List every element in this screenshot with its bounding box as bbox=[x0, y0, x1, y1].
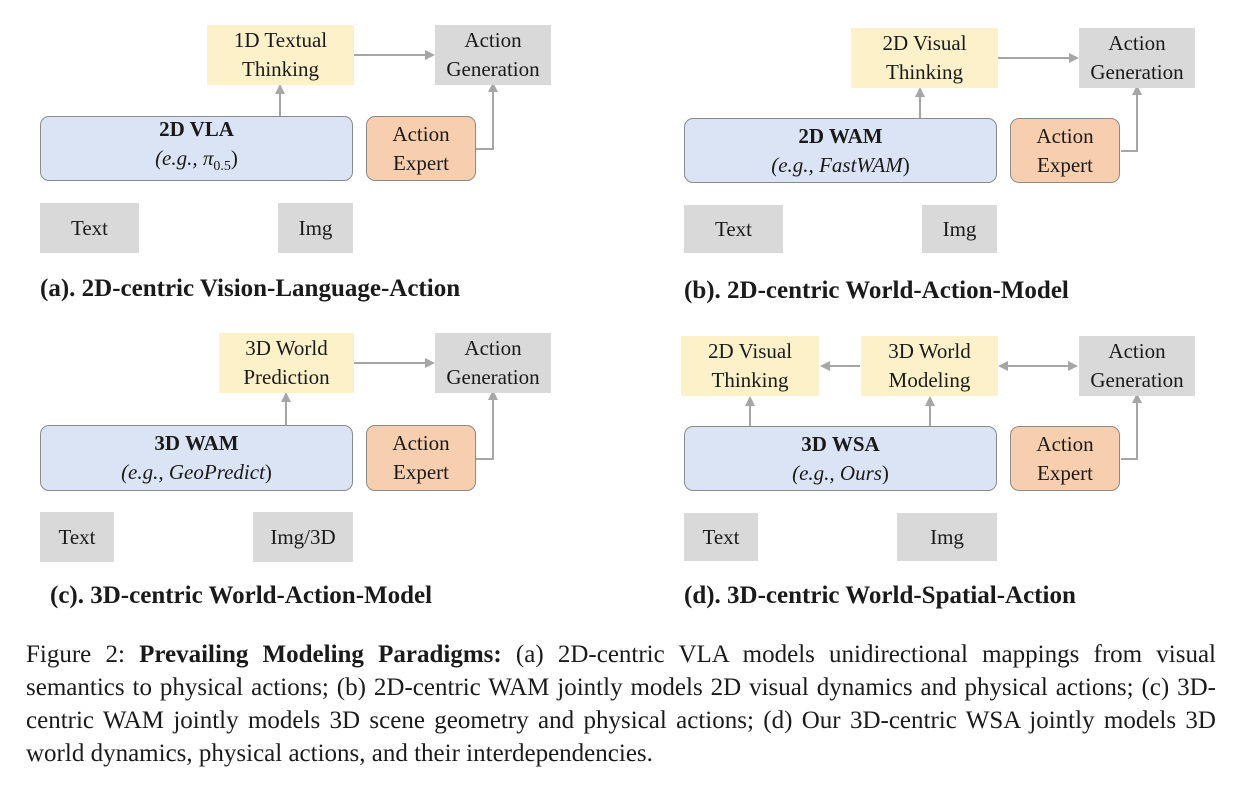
panel-d-generation-line1: Action bbox=[1108, 339, 1166, 363]
panel-d-example-name: Ours bbox=[839, 460, 882, 485]
panel-a-model-box: 2D VLA (e.g., π0.5) bbox=[40, 116, 353, 181]
panel-a-example-suffix: ) bbox=[230, 146, 238, 171]
arrow-b-expert-to-gen bbox=[1121, 85, 1142, 152]
panel-d-thinking-line2: Thinking bbox=[711, 368, 789, 392]
panel-b-thinking-line2: Thinking bbox=[886, 60, 963, 84]
panel-b-example-prefix: (e.g., bbox=[771, 152, 820, 177]
panel-c-generation-line2: Generation bbox=[446, 365, 540, 389]
panel-d-example-prefix: (e.g., bbox=[792, 460, 840, 485]
panel-a-generation-box: Action Generation bbox=[435, 25, 551, 85]
panel-a-thinking-line1: 1D Textual bbox=[233, 28, 328, 52]
panel-c-example-prefix: (e.g., bbox=[121, 460, 169, 484]
panel-c-prediction-box: 3D World Prediction bbox=[219, 333, 354, 393]
panel-a-thinking-line2: Thinking bbox=[242, 57, 319, 81]
arrow-c-expert-to-gen bbox=[476, 390, 498, 460]
panel-a-example-pi: π bbox=[202, 146, 214, 171]
figure-caption-bold: Prevailing Modeling Paradigms: bbox=[139, 641, 502, 668]
panel-c-prediction-line2: Prediction bbox=[243, 365, 330, 389]
panel-b-img-input: Img bbox=[922, 205, 997, 253]
panel-d-caption: (d). 3D-centric World-Spatial-Action bbox=[684, 582, 1076, 609]
panel-a-text-input: Text bbox=[40, 203, 139, 253]
panel-a-expert-line2: Expert bbox=[393, 150, 449, 175]
panel-a-generation-line1: Action bbox=[464, 28, 522, 52]
panel-b-model-title: 2D WAM bbox=[798, 123, 883, 148]
panel-b-expert-line1: Action bbox=[1036, 123, 1094, 148]
panel-c-model-example: (e.g., GeoPredict) bbox=[121, 458, 272, 487]
figure-caption-text: (a) 2D-centric VLA models unidirectional… bbox=[26, 641, 1216, 767]
panel-b-expert-line2: Expert bbox=[1037, 152, 1093, 177]
panel-c-example-name: GeoPredict bbox=[168, 460, 265, 484]
panel-c-img3d-input: Img/3D bbox=[253, 512, 353, 562]
panel-b-generation-box: Action Generation bbox=[1079, 28, 1195, 88]
panel-c-model-box: 3D WAM (e.g., GeoPredict) bbox=[40, 425, 353, 491]
panel-b-text-input: Text bbox=[684, 205, 783, 253]
panel-b-example-suffix: ) bbox=[902, 152, 910, 177]
panel-a-generation-line2: Generation bbox=[446, 57, 540, 81]
panel-d-thinking-line1: 2D Visual bbox=[707, 339, 793, 363]
panel-d-expert-box: Action Expert bbox=[1010, 426, 1120, 491]
arrow-d-expert-to-gen bbox=[1121, 393, 1142, 460]
panel-a-model-example: (e.g., π0.5) bbox=[155, 144, 238, 181]
panel-c-generation-box: Action Generation bbox=[435, 333, 551, 393]
panel-c-text-input: Text bbox=[40, 512, 114, 562]
panel-d-model-box: 3D WSA (e.g., Ours) bbox=[684, 426, 997, 491]
panel-c-expert-line2: Expert bbox=[393, 460, 449, 484]
panel-b-thinking-line1: 2D Visual bbox=[882, 31, 967, 55]
panel-b-expert-box: Action Expert bbox=[1010, 118, 1120, 183]
panel-c-caption: (c). 3D-centric World-Action-Model bbox=[50, 582, 433, 609]
panel-d-model-example: (e.g., Ours) bbox=[792, 459, 889, 488]
panel-c-model-title: 3D WAM bbox=[154, 431, 239, 455]
panel-c-example-suffix: ) bbox=[264, 460, 272, 484]
panel-d-model-title: 3D WSA bbox=[801, 431, 880, 456]
panel-b-model-box: 2D WAM (e.g., FastWAM) bbox=[684, 118, 997, 183]
panel-d-expert-line1: Action bbox=[1036, 431, 1094, 456]
panel-d-expert-line2: Expert bbox=[1037, 460, 1093, 485]
panel-a-caption: (a). 2D-centric Vision-Language-Action bbox=[40, 275, 461, 302]
panel-d-text-input: Text bbox=[684, 513, 758, 561]
panel-b-generation-line2: Generation bbox=[1090, 60, 1184, 84]
panel-a-example-subscript: 0.5 bbox=[213, 159, 231, 175]
panel-d-thinking-box: 2D Visual Thinking bbox=[681, 336, 819, 396]
panel-b-caption: (b). 2D-centric World-Action-Model bbox=[684, 277, 1069, 304]
panel-d-generation-line2: Generation bbox=[1090, 368, 1184, 392]
panel-d-world-line2: Modeling bbox=[888, 368, 971, 392]
panel-a-example-prefix: (e.g., bbox=[155, 146, 203, 171]
panel-a-model-title: 2D VLA bbox=[159, 117, 234, 142]
figure-caption-label: Figure 2: bbox=[26, 641, 140, 668]
panel-d-img-input: Img bbox=[897, 513, 997, 561]
panel-a-thinking-box: 1D Textual Thinking bbox=[207, 25, 354, 85]
panel-d-world-box: 3D World Modeling bbox=[861, 336, 998, 396]
panel-d-generation-box: Action Generation bbox=[1079, 336, 1195, 396]
panel-d-world-line1: 3D World bbox=[888, 339, 971, 363]
panel-a-expert-box: Action Expert bbox=[366, 116, 476, 181]
panel-c-generation-line1: Action bbox=[464, 336, 522, 360]
figure-caption: Figure 2: Prevailing Modeling Paradigms:… bbox=[26, 638, 1216, 770]
panel-c-prediction-line1: 3D World bbox=[245, 336, 328, 360]
panel-b-thinking-box: 2D Visual Thinking bbox=[851, 28, 998, 88]
panel-a-img-input: Img bbox=[278, 203, 353, 253]
panel-b-example-name: FastWAM bbox=[819, 152, 903, 177]
arrow-a-expert-to-gen bbox=[476, 82, 498, 150]
panel-c-expert-box: Action Expert bbox=[366, 425, 476, 491]
panel-b-model-example: (e.g., FastWAM) bbox=[771, 151, 910, 180]
panel-c-expert-line1: Action bbox=[392, 431, 450, 455]
panel-b-generation-line1: Action bbox=[1108, 31, 1166, 55]
panel-d-example-suffix: ) bbox=[881, 460, 889, 485]
panel-a-expert-line1: Action bbox=[392, 121, 450, 146]
